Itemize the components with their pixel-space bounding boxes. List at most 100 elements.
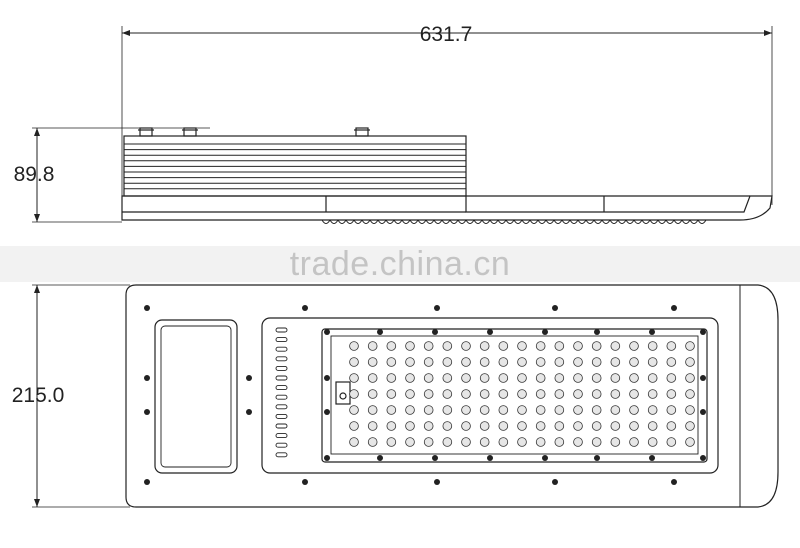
led — [591, 389, 602, 399]
led — [386, 341, 397, 351]
vent-slot — [275, 423, 288, 429]
lens-bump — [553, 219, 563, 224]
led — [629, 421, 639, 431]
lens-bump — [633, 219, 643, 224]
lens-bump — [385, 219, 395, 224]
vent-slot — [275, 433, 288, 439]
led — [573, 405, 583, 415]
lens-bump — [601, 219, 611, 224]
led — [367, 373, 378, 383]
led — [461, 437, 471, 447]
led — [479, 405, 490, 415]
watermark-band — [0, 246, 800, 282]
led — [647, 357, 658, 367]
lens-bump — [673, 219, 683, 224]
led — [573, 437, 583, 447]
vent-slot — [275, 356, 288, 362]
led — [666, 405, 677, 415]
lens-bump — [529, 219, 539, 224]
led — [685, 421, 695, 431]
led — [554, 389, 565, 399]
led — [629, 373, 639, 383]
panel-screw — [377, 329, 383, 335]
panel-screw — [700, 455, 706, 461]
led — [461, 405, 471, 415]
vent-slot — [275, 375, 288, 381]
lens-bump — [577, 219, 587, 224]
led — [554, 421, 565, 431]
vent-slot — [275, 404, 288, 410]
led — [647, 421, 658, 431]
panel-screw — [432, 455, 438, 461]
led — [554, 405, 565, 415]
led — [647, 341, 658, 351]
panel-screw — [324, 409, 330, 415]
led — [666, 437, 677, 447]
lens-bump — [561, 219, 571, 224]
vent-slot — [275, 413, 288, 419]
led — [685, 389, 695, 399]
led — [573, 421, 583, 431]
led — [423, 421, 434, 431]
lens-bump — [537, 219, 547, 224]
mounting-screw — [302, 305, 308, 311]
lens-bump — [489, 219, 499, 224]
led — [442, 341, 453, 351]
height-dimension-label: 89.8 — [14, 163, 55, 186]
panel-screw — [377, 455, 383, 461]
led — [535, 357, 546, 367]
led — [349, 341, 359, 351]
led — [666, 357, 677, 367]
led — [349, 357, 359, 367]
led — [367, 341, 378, 351]
lens-bump — [521, 219, 531, 224]
mounting-screw — [434, 479, 440, 485]
led — [405, 357, 415, 367]
housing-outline — [125, 284, 779, 508]
led — [386, 405, 397, 415]
led — [573, 357, 583, 367]
top-view — [32, 284, 779, 508]
led — [610, 421, 621, 431]
led — [591, 341, 602, 351]
lens-bump — [505, 219, 515, 224]
led — [685, 405, 695, 415]
mounting-screw — [552, 479, 558, 485]
panel-screw — [700, 375, 706, 381]
lens-bump — [585, 219, 595, 224]
panel-screw — [649, 329, 655, 335]
led — [479, 421, 490, 431]
lens-bump — [449, 219, 459, 224]
vent-slot — [275, 442, 288, 448]
led — [386, 373, 397, 383]
mounting-screw — [144, 409, 150, 415]
mounting-screw — [144, 375, 150, 381]
watermark-text: trade.china.cn — [289, 245, 511, 283]
lens-bump — [401, 219, 411, 224]
led-module-frame — [261, 317, 719, 474]
length-dimension-label: 631.7 — [420, 23, 473, 46]
lens-bump — [665, 219, 675, 224]
led — [647, 389, 658, 399]
led — [498, 421, 509, 431]
side-view — [32, 26, 773, 224]
led — [610, 389, 621, 399]
panel-screw — [487, 329, 493, 335]
led — [591, 421, 602, 431]
led — [554, 437, 565, 447]
led — [591, 357, 602, 367]
led — [423, 405, 434, 415]
led — [517, 373, 527, 383]
led — [535, 373, 546, 383]
led — [479, 341, 490, 351]
led-panel — [321, 328, 708, 463]
led — [666, 373, 677, 383]
led — [386, 421, 397, 431]
led — [554, 341, 565, 351]
lens-bump — [417, 219, 427, 224]
lens-bump — [409, 219, 419, 224]
led — [591, 437, 602, 447]
led — [405, 373, 415, 383]
lens-bump — [377, 219, 387, 224]
lens-bump — [369, 219, 379, 224]
